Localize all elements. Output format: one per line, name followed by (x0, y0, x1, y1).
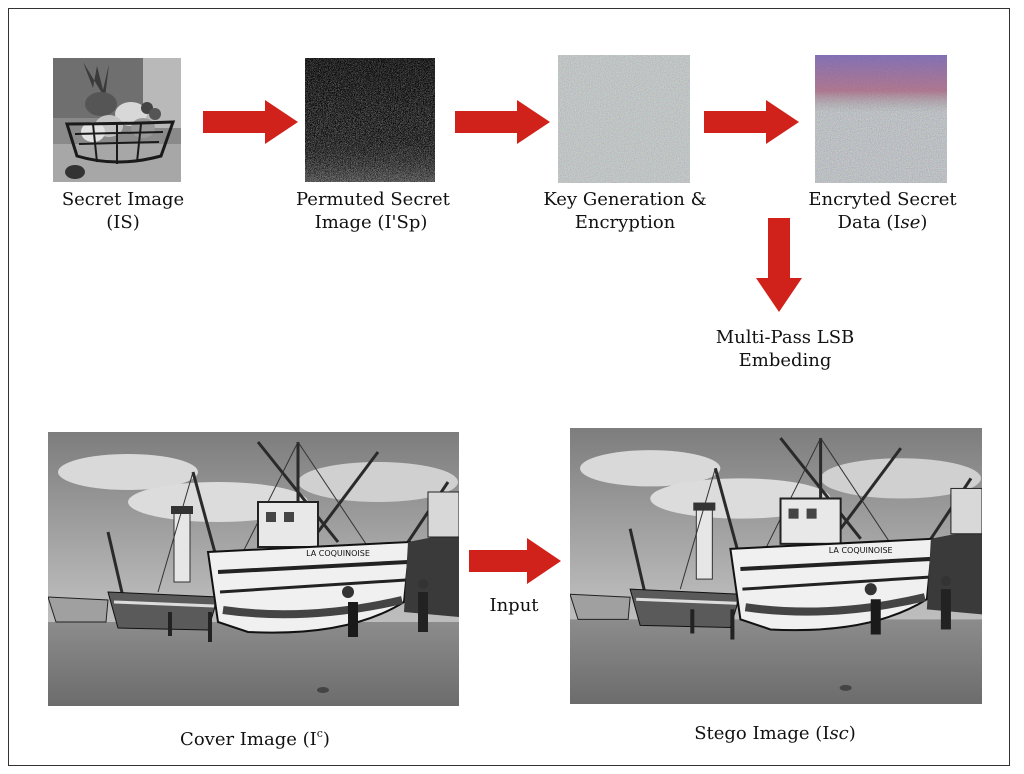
secret-image-thumbnail (53, 58, 181, 182)
key-generation-label-line1: Key Generation & (543, 189, 707, 210)
stego-image-label-subscript: sc (829, 723, 849, 744)
cover-image-photo: LA COQUINOISE (48, 432, 459, 706)
lsb-embedding-label-line1: Multi-Pass LSB (715, 327, 855, 348)
encrypted-data-label-line1: Encryted Secret (808, 189, 957, 210)
encrypted-data-thumbnail (815, 55, 947, 183)
encrypted-data-label-line2: Data (Ise) (800, 211, 965, 234)
key-generation-label: Key Generation & Encryption (540, 188, 710, 234)
permuted-image-label-line2: Image (I'Sp) (314, 212, 428, 233)
stego-boat-name: LA COQUINOISE (829, 546, 893, 555)
permuted-image-label: Permuted Secret Image (I'Sp) (296, 188, 450, 234)
cover-image-label: Cover Image (Ic) (140, 722, 370, 751)
cover-image-label-prefix: Cover Image (I (180, 729, 317, 750)
secret-image-label-line1: Secret Image (61, 189, 185, 210)
cover-image-label-superscript: c (316, 727, 323, 740)
encrypted-data-label-subscript: se (900, 212, 921, 233)
key-generation-thumbnail (558, 55, 690, 183)
secret-image-label: Secret Image (IS) (53, 188, 193, 234)
permuted-image-thumbnail (305, 58, 435, 182)
arrow-input (469, 538, 561, 584)
input-label-text: Input (489, 595, 539, 616)
figure-frame (8, 8, 1010, 766)
lsb-embedding-label-line2: Embeding (738, 350, 832, 371)
arrow-right-3 (704, 100, 799, 144)
cover-boat-name: LA COQUINOISE (306, 549, 370, 558)
secret-image-label-line2: (IS) (106, 212, 140, 233)
encrypted-data-label-suffix: ) (920, 212, 928, 233)
input-label: Input (472, 594, 556, 617)
arrow-right-2 (455, 100, 550, 144)
lsb-embedding-label: Multi-Pass LSB Embeding (700, 326, 870, 372)
stego-image-photo: LA COQUINOISE (570, 428, 982, 704)
cover-image-label-suffix: ) (322, 729, 330, 750)
encrypted-data-label: Encryted Secret Data (Ise) (800, 188, 965, 234)
stego-image-label-prefix: Stego Image (I (694, 723, 830, 744)
key-generation-label-line2: Encryption (574, 212, 676, 233)
stego-image-label: Stego Image (Isc) (660, 722, 890, 745)
stego-image-label-suffix: ) (848, 723, 856, 744)
encrypted-data-label-prefix: Data (I (837, 212, 901, 233)
arrow-right-1 (203, 100, 298, 144)
arrow-down (756, 218, 802, 312)
permuted-image-label-line1: Permuted Secret (296, 189, 450, 210)
